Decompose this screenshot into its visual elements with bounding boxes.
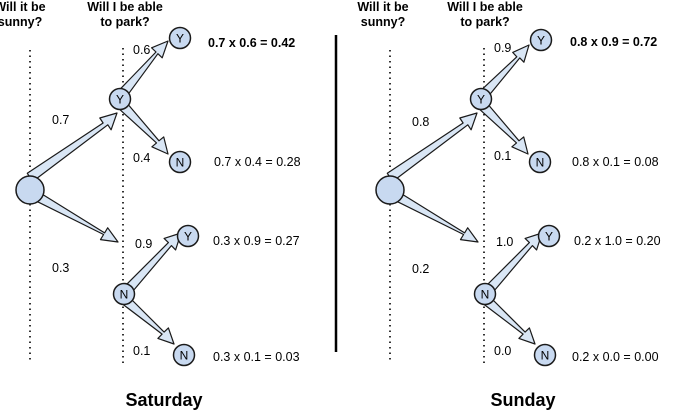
header-park-line2: to park?	[460, 15, 509, 29]
tree-saturday: Will it be sunny? Will I be able to park…	[0, 0, 301, 410]
tree-sunday: Will it be sunny? Will I be able to park…	[357, 0, 660, 410]
arrow-not-sunny-to-park-yes	[480, 232, 543, 299]
arrow-root-to-not-sunny	[386, 187, 479, 243]
header-park-line2: to park?	[100, 15, 149, 29]
header-sunny-line2: sunny?	[0, 15, 42, 29]
node-sunny-yes	[108, 87, 132, 111]
leaf-not-sunny-park-yes-label: Y	[184, 230, 192, 244]
leaf-sunny-park-yes-label: Y	[537, 34, 545, 48]
leaf-sunny-park-no-label: N	[176, 156, 185, 170]
leaf-not-sunny-park-yes	[537, 224, 561, 248]
result-4: 0.2 x 0.0 = 0.00	[572, 350, 659, 364]
header-park-line1: Will I be able	[87, 0, 163, 14]
result-1: 0.7 x 0.6 = 0.42	[208, 36, 295, 50]
prob-sunny-park-no: 0.1	[494, 149, 511, 163]
node-sunny-no	[473, 282, 497, 306]
prob-sunny: 0.7	[52, 113, 69, 127]
prob-sunny: 0.8	[412, 115, 429, 129]
arrow-root-to-not-sunny	[26, 187, 119, 243]
leaf-sunny-park-no	[528, 150, 552, 174]
result-2: 0.7 x 0.4 = 0.28	[214, 155, 301, 169]
leaf-sunny-park-no-label: N	[536, 156, 545, 170]
arrow-not-sunny-to-park-yes	[119, 232, 182, 299]
arrow-sunny-to-park-yes	[481, 44, 530, 98]
leaf-sunny-park-no	[168, 150, 192, 174]
node-sunny-no	[112, 282, 136, 306]
leaf-not-sunny-park-no	[172, 343, 196, 367]
header-park-line1: Will I be able	[447, 0, 523, 14]
arrow-root-to-sunny	[26, 112, 118, 183]
leaf-sunny-park-yes-label: Y	[176, 32, 184, 46]
result-3: 0.2 x 1.0 = 0.20	[574, 234, 661, 248]
arrow-sunny-to-park-no	[479, 103, 529, 155]
day-title: Saturday	[125, 390, 202, 410]
prob-not-sunny: 0.3	[52, 261, 69, 275]
prob-not-sunny-park-yes: 1.0	[496, 235, 513, 249]
node-sunny-yes-label: Y	[116, 93, 124, 107]
leaf-not-sunny-park-no-label: N	[180, 349, 189, 363]
prob-not-sunny: 0.2	[412, 262, 429, 276]
arrow-root-to-sunny	[386, 112, 478, 183]
node-sunny-yes-label: Y	[477, 93, 485, 107]
prob-sunny-park-yes: 0.6	[133, 43, 150, 57]
result-4: 0.3 x 0.1 = 0.03	[213, 350, 300, 364]
node-sunny-yes	[469, 87, 493, 111]
node-sunny-no-label: N	[120, 288, 129, 302]
header-sunny-line1: Will it be	[0, 0, 46, 14]
leaf-sunny-park-yes	[168, 26, 192, 50]
arrow-not-sunny-to-park-no	[480, 294, 536, 345]
day-title: Sunday	[490, 390, 555, 410]
prob-not-sunny-park-no: 0.1	[133, 344, 150, 358]
prob-not-sunny-park-no: 0.0	[494, 344, 511, 358]
arrow-sunny-to-park-no	[119, 103, 169, 155]
prob-sunny-park-yes: 0.9	[494, 41, 511, 55]
prob-sunny-park-no: 0.4	[133, 151, 150, 165]
header-sunny-line1: Will it be	[357, 0, 408, 14]
root-node	[15, 175, 45, 205]
arrow-not-sunny-to-park-no	[119, 294, 175, 345]
root-node	[375, 175, 405, 205]
prob-not-sunny-park-yes: 0.9	[135, 237, 152, 251]
result-3: 0.3 x 0.9 = 0.27	[213, 234, 300, 248]
leaf-not-sunny-park-no-label: N	[541, 349, 550, 363]
leaf-not-sunny-park-yes	[176, 224, 200, 248]
leaf-sunny-park-yes	[529, 28, 553, 52]
header-sunny-line2: sunny?	[361, 15, 405, 29]
arrow-sunny-to-park-yes	[119, 40, 169, 96]
leaf-not-sunny-park-yes-label: Y	[545, 230, 553, 244]
node-sunny-no-label: N	[481, 288, 490, 302]
result-1: 0.8 x 0.9 = 0.72	[570, 35, 657, 49]
leaf-not-sunny-park-no	[533, 343, 557, 367]
result-2: 0.8 x 0.1 = 0.08	[572, 155, 659, 169]
